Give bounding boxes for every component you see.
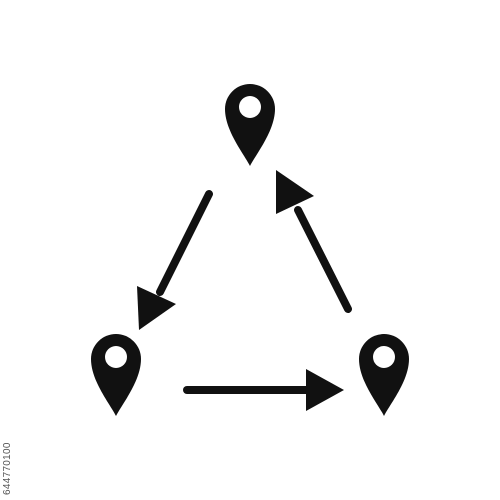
arrow-icon [137,190,213,330]
map-pin-icon [359,334,409,416]
arrow-icon [183,369,344,411]
arrow-icon [276,170,352,313]
map-pin-icon [91,334,141,416]
stock-id-text: 644770100 [2,442,13,495]
map-pin-icon [225,84,275,166]
